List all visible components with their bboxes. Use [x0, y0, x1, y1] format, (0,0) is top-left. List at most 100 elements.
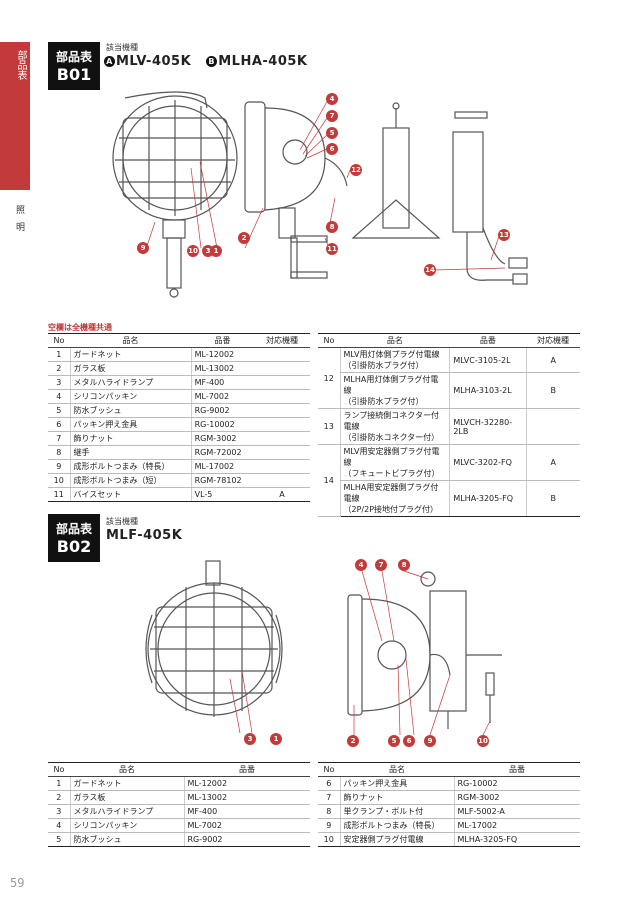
cell-model	[525, 408, 580, 445]
cell-name: ガードネット	[69, 776, 184, 791]
cell-part: MF-400	[183, 804, 310, 819]
cell-part: ML-17002	[190, 459, 254, 474]
cell-name-line1: MLV用安定器側プラグ付電線	[343, 447, 440, 467]
cell-name: MLV用灯体側プラグ付電線（引掛防水プラグ付）	[339, 347, 450, 373]
cell-model	[254, 445, 310, 460]
b01-model-b: MLHA-405K	[218, 54, 308, 69]
cell-name: 継手	[69, 445, 192, 460]
cell-name: メタルハライドランプ	[69, 804, 184, 819]
cell-name: MLV用安定器側プラグ付電線（フキュートビプラグ付）	[339, 444, 450, 481]
b01-model-a: MLV-405K	[116, 54, 192, 69]
cell-no: 1	[48, 347, 70, 362]
cell-no: 7	[48, 431, 70, 446]
cell-name: 成形ボルトつまみ（短）	[69, 473, 192, 488]
b01-callout-4: 4	[326, 93, 338, 105]
cell-part: RG-10002	[190, 417, 254, 432]
cell-part: ML-7002	[183, 818, 310, 833]
col-no: No	[318, 762, 340, 777]
b02-callout-2: 2	[347, 735, 359, 747]
b01-callout-6: 6	[326, 143, 338, 155]
col-part: 品番	[449, 333, 526, 348]
cell-name: パッキン押え金具	[339, 776, 454, 791]
cell-no: 2	[48, 361, 70, 376]
cell-model: A	[525, 444, 580, 481]
cell-model: B	[525, 480, 580, 517]
cell-model	[254, 473, 310, 488]
cell-no: 7	[318, 790, 340, 805]
b01-applicable-label: 該当機種	[106, 43, 138, 52]
cell-no: 12	[318, 347, 340, 409]
cell-no: 8	[318, 804, 340, 819]
b02-section-badge: 部品表 B02	[48, 514, 100, 562]
cell-part: MLF-5002-A	[453, 804, 580, 819]
col-no: No	[48, 333, 70, 348]
b02-applicable-label: 該当機種	[106, 517, 138, 526]
cell-name-line1: MLHA用灯体側プラグ付電線	[343, 375, 439, 395]
cell-part: RG-9002	[190, 403, 254, 418]
cell-part: MLHA-3205-FQ	[449, 480, 526, 517]
cell-no: 10	[318, 832, 340, 847]
cell-name-line2: （引掛防水プラグ付）	[343, 361, 424, 370]
col-name: 品名	[70, 333, 192, 348]
cell-part: RG-9002	[183, 832, 310, 847]
cell-name-line1: MLHA用安定器側プラグ付電線	[343, 483, 439, 503]
table-row: MLHA用安定器側プラグ付電線（2P/2P接地付プラグ付）MLHA-3205-F…	[318, 480, 580, 517]
cell-part: MLVC-3202-FQ	[449, 444, 526, 481]
b01-callout-3: 3	[202, 245, 214, 257]
b02-callout-5: 5	[388, 735, 400, 747]
b02-illustration	[145, 560, 502, 738]
b01-section-badge: 部品表 B01	[48, 42, 100, 90]
cell-name: 単クランプ・ボルト付	[339, 804, 454, 819]
cell-name: メタルハライドランプ	[69, 375, 192, 390]
cell-no: 11	[48, 487, 70, 502]
b02-callout-1: 1	[270, 733, 282, 745]
b01-callout-11: 11	[326, 243, 338, 255]
side-tab	[0, 42, 30, 190]
cell-no: 6	[318, 776, 340, 791]
model-b-mark: B	[206, 56, 218, 67]
cell-model: A	[254, 487, 310, 502]
cell-name: 成形ボルトつまみ（特長）	[339, 818, 454, 833]
cell-name-line2: （引掛防水コネクター付）	[343, 433, 440, 442]
cell-model	[254, 375, 310, 390]
b01-callout-13: 13	[498, 229, 510, 241]
cell-model	[254, 417, 310, 432]
cell-no: 6	[48, 417, 70, 432]
cell-name: 成形ボルトつまみ（特長）	[69, 459, 192, 474]
b01-callout-10: 10	[187, 245, 199, 257]
b02-callout-3: 3	[244, 733, 256, 745]
cell-no: 3	[48, 804, 70, 819]
cell-model	[254, 431, 310, 446]
cell-name: ランプ接続側コネクター付電線 （引掛防水コネクター付）	[339, 408, 450, 445]
side-tab-label: 部品表	[15, 50, 26, 80]
cell-name: 安定器側プラグ付電線	[339, 832, 454, 847]
cell-no: 8	[48, 445, 70, 460]
b01-badge-line2: B01	[56, 65, 92, 84]
cell-name: シリコンパッキン	[69, 389, 192, 404]
cell-name-line1: ランプ接続側コネクター付電線	[343, 411, 439, 431]
cell-part: ML-12002	[183, 776, 310, 791]
cell-name: ガラス板	[69, 361, 192, 376]
cell-model: A	[525, 347, 580, 373]
cell-no: 4	[48, 389, 70, 404]
cell-name: シリコンパッキン	[69, 818, 184, 833]
b02-callout-6: 6	[403, 735, 415, 747]
cell-name: 防水ブッシュ	[69, 403, 192, 418]
